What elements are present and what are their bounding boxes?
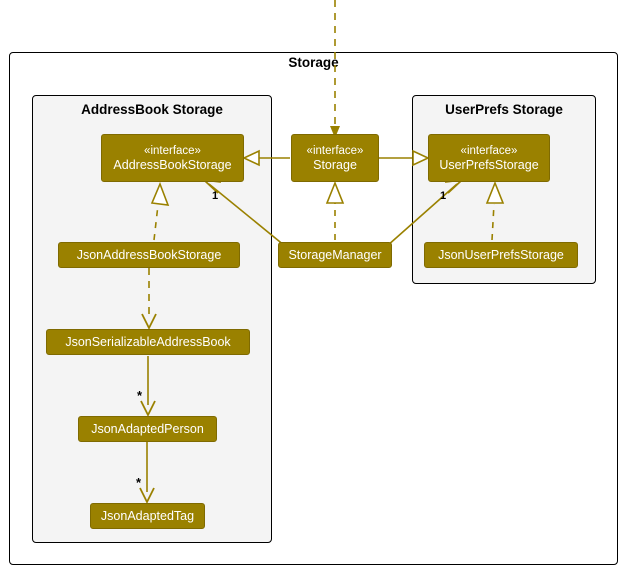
- class-user-prefs-storage-name: UserPrefsStorage: [439, 157, 539, 172]
- class-json-serializable-address-book[interactable]: JsonSerializableAddressBook: [46, 329, 250, 355]
- class-json-adapted-tag-name: JsonAdaptedTag: [100, 508, 195, 523]
- multiplicity-serializable-person: *: [137, 388, 143, 403]
- class-storage[interactable]: «interface» Storage: [291, 134, 379, 182]
- multiplicity-storagemanager-addressbookstorage: 1: [212, 190, 219, 202]
- class-user-prefs-storage[interactable]: «interface» UserPrefsStorage: [428, 134, 550, 182]
- class-user-prefs-storage-stereotype: «interface»: [460, 144, 518, 157]
- class-json-adapted-person[interactable]: JsonAdaptedPerson: [78, 416, 217, 442]
- class-storage-name: Storage: [313, 157, 357, 172]
- class-json-user-prefs-storage-name: JsonUserPrefsStorage: [438, 247, 564, 262]
- package-userprefs-storage-title: UserPrefs Storage: [445, 102, 563, 117]
- class-json-adapted-tag[interactable]: JsonAdaptedTag: [90, 503, 205, 529]
- class-json-serializable-address-book-name: JsonSerializableAddressBook: [65, 334, 231, 349]
- class-storage-stereotype: «interface»: [306, 144, 364, 157]
- class-json-address-book-storage[interactable]: JsonAddressBookStorage: [58, 242, 240, 268]
- class-storage-manager-name: StorageManager: [288, 247, 382, 262]
- class-address-book-storage-stereotype: «interface»: [144, 144, 201, 157]
- class-json-address-book-storage-name: JsonAddressBookStorage: [76, 247, 222, 262]
- multiplicity-person-tag: *: [136, 475, 142, 490]
- class-address-book-storage-name: AddressBookStorage: [113, 157, 232, 172]
- class-json-adapted-person-name: JsonAdaptedPerson: [91, 421, 204, 436]
- package-storage-title: Storage: [288, 55, 339, 70]
- class-storage-manager[interactable]: StorageManager: [278, 242, 392, 268]
- class-address-book-storage[interactable]: «interface» AddressBookStorage: [101, 134, 244, 182]
- package-addressbook-storage-title: AddressBook Storage: [81, 102, 223, 117]
- class-json-user-prefs-storage[interactable]: JsonUserPrefsStorage: [424, 242, 578, 268]
- multiplicity-storagemanager-userprefsstorage: 1: [440, 190, 447, 202]
